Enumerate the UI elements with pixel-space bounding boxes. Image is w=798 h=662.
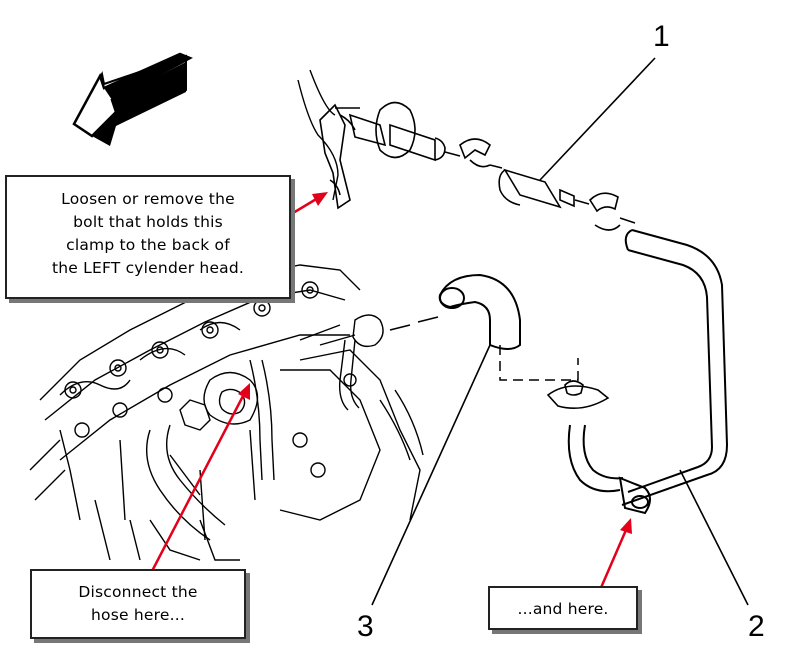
clamp-bracket-drawing xyxy=(319,101,621,231)
callout-line: the LEFT cylender head. xyxy=(51,259,245,277)
callout-line: ...and here. xyxy=(517,600,609,618)
alignment-dash-fitting xyxy=(499,345,579,381)
engine-block-drawing xyxy=(29,69,424,561)
alignment-dash-top xyxy=(444,151,636,224)
direction-arrow-icon xyxy=(72,52,193,146)
callout-line: Disconnect the xyxy=(78,583,198,601)
callout-line: hose here... xyxy=(91,606,185,624)
callout-disconnect-hose: Disconnect the hose here... xyxy=(30,569,246,639)
callout-line: bolt that holds this xyxy=(73,213,223,231)
arrow-head-hose xyxy=(238,383,250,400)
fitting-drawing xyxy=(546,380,610,409)
pcv-hose-2-drawing xyxy=(567,229,729,515)
callout-line: Loosen or remove the xyxy=(61,190,235,208)
callout-clamp-bolt: Loosen or remove the bolt that holds thi… xyxy=(5,175,291,299)
alignment-dash-elbow xyxy=(389,316,439,331)
arrow-head-clamp xyxy=(312,192,328,206)
part-number-1: 1 xyxy=(653,20,670,53)
callout-and-here: ...and here. xyxy=(488,586,638,630)
arrow-to-here xyxy=(598,529,628,591)
leader-lines xyxy=(371,57,749,606)
arrow-head-here xyxy=(620,518,632,534)
elbow-hose-3-drawing xyxy=(438,273,521,350)
part-number-3: 3 xyxy=(357,610,374,643)
part-number-2: 2 xyxy=(748,610,765,643)
arrow-to-hose xyxy=(148,395,245,576)
callout-line: clamp to the back of xyxy=(66,236,230,254)
